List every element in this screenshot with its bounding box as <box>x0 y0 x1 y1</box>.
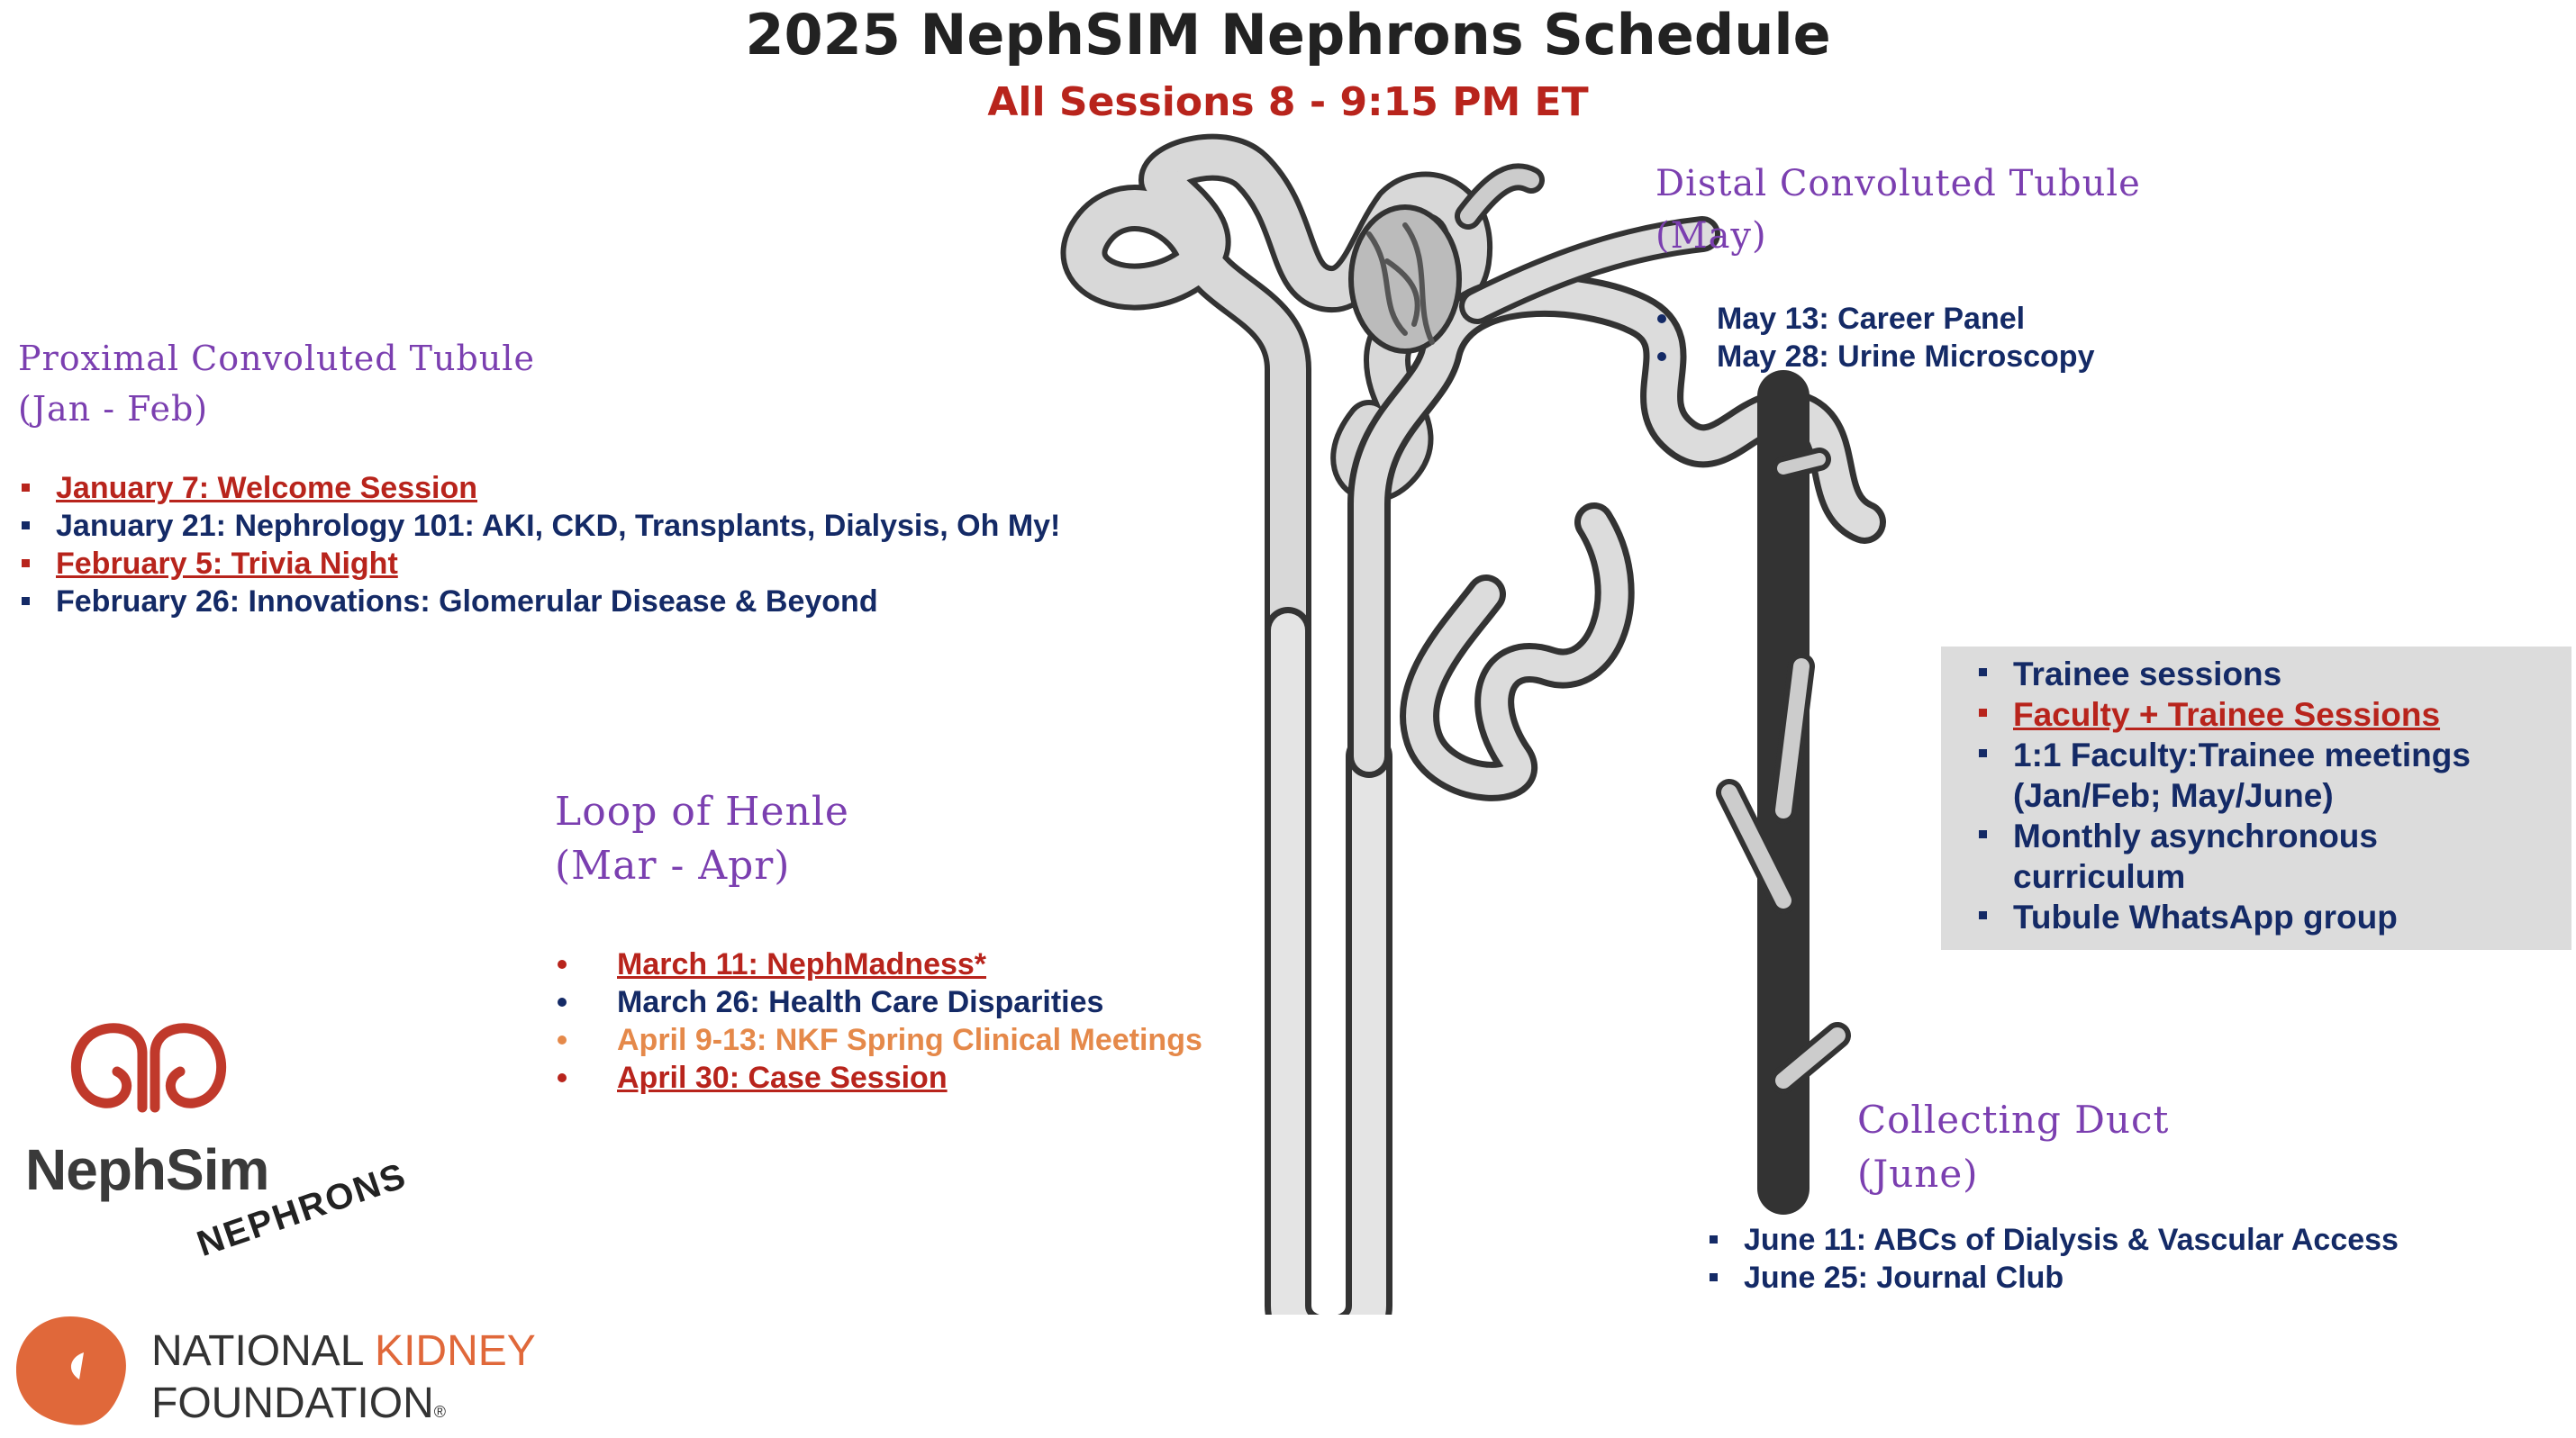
duct-session-item: June 25: Journal Club <box>1710 1259 2399 1297</box>
legend-box: Trainee sessions Faculty + Trainee Sessi… <box>1941 647 2571 950</box>
duct-heading: Collecting Duct (June) <box>1857 1093 2169 1201</box>
dct-heading-title: Distal Convoluted Tubule <box>1655 163 2141 204</box>
nephsim-logo-icon <box>71 1023 226 1113</box>
pct-session-item: January 7: Welcome Session <box>21 469 1060 507</box>
duct-session-list: June 11: ABCs of Dialysis & Vascular Acc… <box>1710 1221 2399 1297</box>
legend-item-trainee: Trainee sessions <box>1979 654 2471 694</box>
nkf-wordmark: NATIONAL KIDNEY FOUNDATION® <box>151 1325 536 1438</box>
loop-session-item: April 9-13: NKF Spring Clinical Meetings <box>558 1023 1202 1057</box>
loop-session-list: March 11: NephMadness* March 26: Health … <box>558 945 1202 1097</box>
loop-session-item: April 30: Case Session <box>558 1059 1202 1097</box>
pct-session-item: February 5: Trivia Night <box>21 545 1060 583</box>
legend-item-one-on-one: 1:1 Faculty:Trainee meetings <box>1979 737 2471 773</box>
legend-item-whatsapp: Tubule WhatsApp group <box>1979 897 2471 937</box>
legend-list: Trainee sessions Faculty + Trainee Sessi… <box>1979 654 2471 937</box>
nkf-kidney-icon <box>16 1316 126 1425</box>
nkf-national: NATIONAL <box>151 1327 376 1375</box>
dct-heading: Distal Convoluted Tubule (May) <box>1655 158 2141 262</box>
loop-session-item: March 26: Health Care Disparities <box>558 983 1202 1021</box>
pct-session-item: February 26: Innovations: Glomerular Dis… <box>21 583 1060 620</box>
legend-item-async-cont: curriculum <box>2013 858 2186 895</box>
duct-session-item: June 11: ABCs of Dialysis & Vascular Acc… <box>1710 1223 2399 1257</box>
loop-heading-title: Loop of Henle <box>555 789 849 835</box>
loop-heading: Loop of Henle (Mar - Apr) <box>555 785 849 893</box>
nkf-registered-mark: ® <box>433 1403 447 1421</box>
duct-heading-months: (June) <box>1857 1152 1979 1196</box>
pct-session-list: January 7: Welcome Session January 21: N… <box>21 469 1061 620</box>
loop-heading-months: (Mar - Apr) <box>555 843 791 889</box>
loop-session-item: March 11: NephMadness* <box>558 945 1202 983</box>
pct-heading-months: (Jan - Feb) <box>18 389 209 429</box>
dct-heading-months: (May) <box>1655 215 1767 257</box>
legend-item-async: Monthly asynchronous <box>1979 816 2471 856</box>
legend-item-one-on-one-months: (Jan/Feb; May/June) <box>2013 777 2334 814</box>
nkf-line-1: NATIONAL KIDNEY <box>151 1325 536 1378</box>
page-title: 2025 NephSIM Nephrons Schedule <box>745 2 1831 68</box>
nkf-line-2: FOUNDATION® <box>151 1378 536 1438</box>
pct-heading-title: Proximal Convoluted Tubule <box>18 339 535 378</box>
page-subtitle: All Sessions 8 - 9:15 PM ET <box>987 79 1589 125</box>
dct-session-item: May 13: Career Panel <box>1656 300 2094 338</box>
duct-heading-title: Collecting Duct <box>1857 1098 2170 1142</box>
pct-heading: Proximal Convoluted Tubule (Jan - Feb) <box>18 333 535 434</box>
dct-session-item: May 28: Urine Microscopy <box>1656 339 2095 374</box>
nkf-foundation: FOUNDATION <box>151 1379 434 1427</box>
nephron-illustration <box>1060 133 1886 1315</box>
pct-session-item: January 21: Nephrology 101: AKI, CKD, Tr… <box>21 509 1061 543</box>
dct-session-list: May 13: Career Panel May 28: Urine Micro… <box>1656 300 2095 375</box>
nephsim-wordmark: NephSim <box>25 1137 269 1202</box>
legend-item-faculty-trainee: Faculty + Trainee Sessions <box>1979 694 2471 735</box>
nkf-kidney: KIDNEY <box>375 1327 536 1375</box>
